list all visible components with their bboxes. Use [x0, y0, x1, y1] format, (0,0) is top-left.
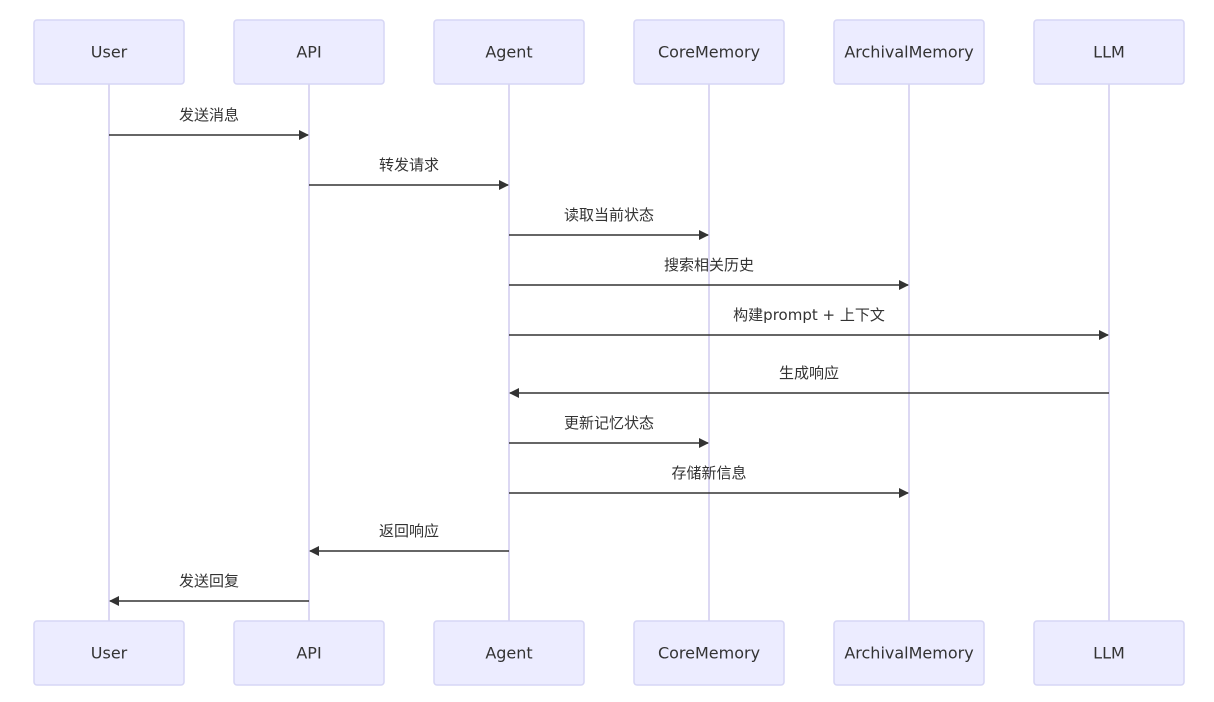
- actor-box: [833, 19, 985, 85]
- message-label: 更新记忆状态: [564, 414, 654, 432]
- actor-label: LLM: [1093, 43, 1125, 62]
- actor-agent-top: Agent: [433, 19, 585, 85]
- actors-top: User API Agent CoreMemory ArchivalMemory LLM: [33, 19, 1185, 85]
- actor-user-bottom: User: [33, 620, 185, 686]
- message-5: 构建prompt + 上下文: [509, 306, 1109, 340]
- arrowhead-icon: [109, 596, 119, 606]
- message-label: 转发请求: [379, 156, 439, 174]
- actor-label: API: [296, 43, 321, 62]
- actor-api-top: API: [233, 19, 385, 85]
- actor-agent-bottom: Agent: [433, 620, 585, 686]
- message-9: 返回响应: [309, 522, 509, 556]
- message-label: 返回响应: [379, 522, 439, 540]
- arrowhead-icon: [509, 388, 519, 398]
- actor-label: ArchivalMemory: [844, 43, 973, 62]
- actor-box: [1033, 620, 1185, 686]
- arrowhead-icon: [699, 438, 709, 448]
- actor-archival-bottom: ArchivalMemory: [833, 620, 985, 686]
- message-7: 更新记忆状态: [509, 414, 709, 448]
- message-4: 搜索相关历史: [509, 256, 909, 290]
- arrowhead-icon: [699, 230, 709, 240]
- message-3: 读取当前状态: [509, 206, 709, 240]
- actor-label: API: [296, 644, 321, 663]
- arrowhead-icon: [499, 180, 509, 190]
- actor-llm-bottom: LLM: [1033, 620, 1185, 686]
- message-label: 存储新信息: [671, 464, 746, 482]
- actor-box: [233, 19, 385, 85]
- arrowhead-icon: [309, 546, 319, 556]
- actor-label: Agent: [485, 644, 532, 663]
- message-label: 构建prompt + 上下文: [733, 306, 885, 324]
- actor-label: LLM: [1093, 644, 1125, 663]
- arrowhead-icon: [899, 280, 909, 290]
- actor-label: CoreMemory: [658, 644, 760, 663]
- actor-api-bottom: API: [233, 620, 385, 686]
- message-8: 存储新信息: [509, 464, 909, 498]
- message-10: 发送回复: [109, 572, 309, 606]
- actor-box: [633, 19, 785, 85]
- message-label: 搜索相关历史: [664, 256, 754, 274]
- message-label: 发送回复: [179, 572, 239, 590]
- arrowhead-icon: [299, 130, 309, 140]
- actor-label: ArchivalMemory: [844, 644, 973, 663]
- message-6: 生成响应: [509, 364, 1109, 398]
- actors-bottom: User API Agent CoreMemory ArchivalMemory LLM: [33, 620, 1185, 686]
- actor-core-top: CoreMemory: [633, 19, 785, 85]
- actor-archival-top: ArchivalMemory: [833, 19, 985, 85]
- actor-box: [233, 620, 385, 686]
- actor-box: [1033, 19, 1185, 85]
- message-label: 生成响应: [779, 364, 839, 382]
- actor-label: CoreMemory: [658, 43, 760, 62]
- actor-label: User: [91, 644, 128, 663]
- actor-box: [433, 620, 585, 686]
- actor-box: [33, 620, 185, 686]
- actor-label: Agent: [485, 43, 532, 62]
- actor-user-top: User: [33, 19, 185, 85]
- message-label: 发送消息: [179, 106, 239, 124]
- lifelines: [108, 84, 1110, 621]
- message-1: 发送消息: [109, 106, 309, 140]
- actor-box: [633, 620, 785, 686]
- message-2: 转发请求: [309, 156, 509, 190]
- actor-box: [33, 19, 185, 85]
- arrowhead-icon: [1099, 330, 1109, 340]
- message-label: 读取当前状态: [564, 206, 654, 224]
- arrowhead-icon: [899, 488, 909, 498]
- actor-box: [833, 620, 985, 686]
- actor-llm-top: LLM: [1033, 19, 1185, 85]
- actor-box: [433, 19, 585, 85]
- actor-core-bottom: CoreMemory: [633, 620, 785, 686]
- actor-label: User: [91, 43, 128, 62]
